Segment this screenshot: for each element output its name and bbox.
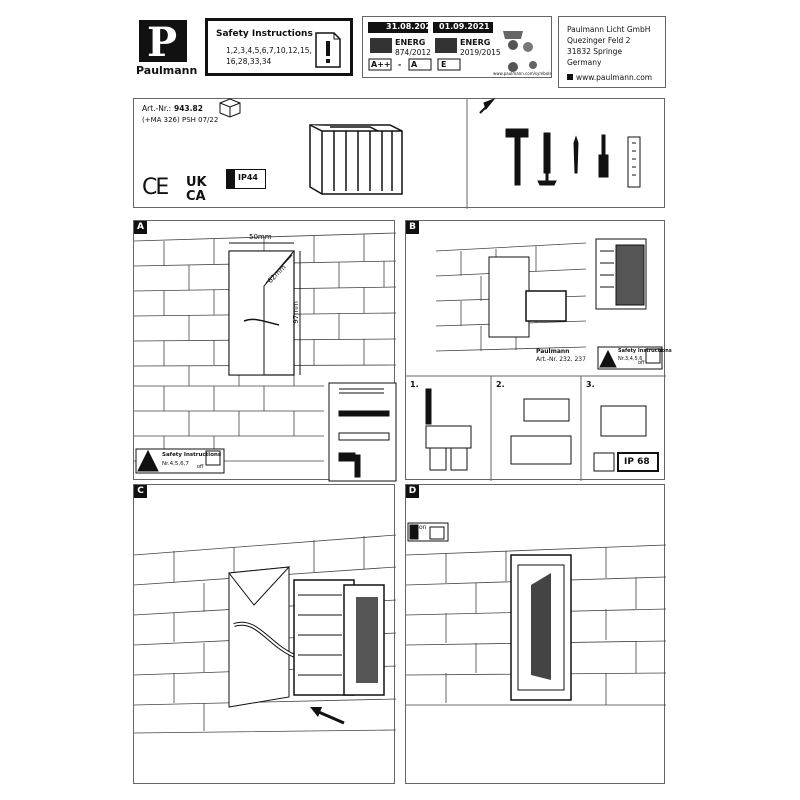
step-1-label: 1. (410, 380, 419, 389)
tools-drawing (479, 97, 641, 188)
lamp-slats (600, 250, 614, 288)
logo-mark (139, 20, 187, 62)
panel-b: B (405, 220, 672, 481)
safety-box-b (597, 346, 663, 370)
eu-flag-icon-2 (435, 38, 457, 53)
safety-line-1: 1,2,3,4,5,6,7,10,12,15, (226, 46, 312, 55)
panel-a-drawing (133, 232, 397, 482)
energ-label-2: ENERG (460, 38, 491, 47)
energy-class-left: A++ (371, 60, 391, 69)
energ-reg-1: 874/2012 (395, 48, 431, 57)
panel-a: A 50mm 62mm (133, 220, 397, 482)
company-name: Paulmann Licht GmbH (567, 25, 651, 34)
step-3-drawing (593, 405, 659, 472)
ukca-top: UK (186, 175, 207, 190)
energy-date-1: 31.08.2021 (368, 22, 437, 33)
energy-date-2: 01.09.2021 (433, 22, 493, 33)
step-2-label: 2. (496, 380, 505, 389)
art-label: Art.-Nr.: (142, 104, 172, 113)
safety-title: Safety Instructions (216, 29, 313, 39)
company-website: www.paulmann.com (576, 73, 653, 82)
safety-ref-a: Nr.4,5,6,7 (162, 461, 189, 467)
safety-title-a: Safety Instructions (162, 452, 222, 458)
package-icon (219, 98, 241, 118)
step-2-drawing (510, 398, 572, 465)
housing-box-drawing (309, 124, 403, 195)
tools-panel (328, 382, 397, 482)
energ-label-1: ENERG (395, 38, 426, 47)
safety-line-2: 16,28,33,34 (226, 57, 272, 66)
brand-name: Paulmann (136, 64, 198, 77)
logo-letter: P (147, 19, 178, 66)
website-icon (567, 74, 573, 80)
panel-b-drawing (406, 238, 666, 481)
off-label-b: off (638, 360, 645, 366)
safety-box-a (135, 448, 225, 474)
ip68-label: IP 68 (624, 457, 650, 467)
product-drawings (219, 97, 641, 209)
product-box: Art.-Nr.: 943.82 (+MA 326) PSH 07/22 CE … (133, 97, 665, 209)
panel-d-drawing (405, 522, 667, 706)
recycling-symbol-icon (503, 31, 537, 72)
ukca-bottom: CA (186, 189, 206, 204)
step-1-drawing (425, 388, 472, 471)
energy-class-new: E (441, 60, 447, 69)
panel-c-drawing (133, 534, 397, 734)
ip-box: IP44 (226, 169, 266, 189)
energ-reg-2: 2019/2015 (460, 48, 501, 57)
panel-a-letter: A (134, 221, 147, 234)
brand-logo-box: P Paulmann (133, 16, 198, 78)
psh-code: PSH 07/22 (182, 116, 219, 124)
energy-class-dash: - (398, 60, 402, 69)
panel-c: C (133, 484, 397, 784)
panel-b-letter: B (406, 221, 419, 234)
company-box: Paulmann Licht GmbH Quezinger Feld 2 318… (558, 16, 666, 88)
energy-class-right: A (411, 60, 418, 69)
document-warning-icon (315, 32, 341, 68)
safety-title-b: Safety Instructions (618, 348, 672, 354)
panel-d: D on (405, 484, 667, 784)
panel-d-letter: D (406, 485, 419, 498)
company-street: Quezinger Feld 2 (567, 36, 631, 45)
brand-b: Paulmann (536, 348, 570, 355)
energy-label-box: 31.08.2021 01.09.2021 ENERG 874/2012 ENE… (362, 16, 552, 78)
warning-on-icon (407, 522, 449, 542)
company-city: 31832 Springe (567, 47, 623, 56)
off-label-a: off (197, 464, 204, 470)
on-label: on (419, 524, 427, 531)
ma-number: (+MA 326) (142, 116, 180, 124)
energy-url: www.paulmann.com/symbols (493, 71, 552, 76)
art-number: 943.82 (174, 104, 203, 113)
dim-height: 97mm (291, 301, 300, 324)
art-b: Art.-Nr. 232, 237 (536, 356, 586, 363)
company-country: Germany (567, 58, 602, 67)
step-3-label: 3. (586, 380, 595, 389)
energy-class-frames (368, 31, 537, 72)
panel-c-letter: C (134, 485, 147, 498)
eu-flag-icon (370, 38, 392, 53)
safety-instructions-box: Safety Instructions 1,2,3,4,5,6,7,10,12,… (205, 18, 353, 76)
safety-ref-b: Nr.3,4,5,6 (618, 356, 643, 362)
dim-width: 50mm (249, 233, 272, 241)
ce-mark: CE (142, 175, 169, 200)
